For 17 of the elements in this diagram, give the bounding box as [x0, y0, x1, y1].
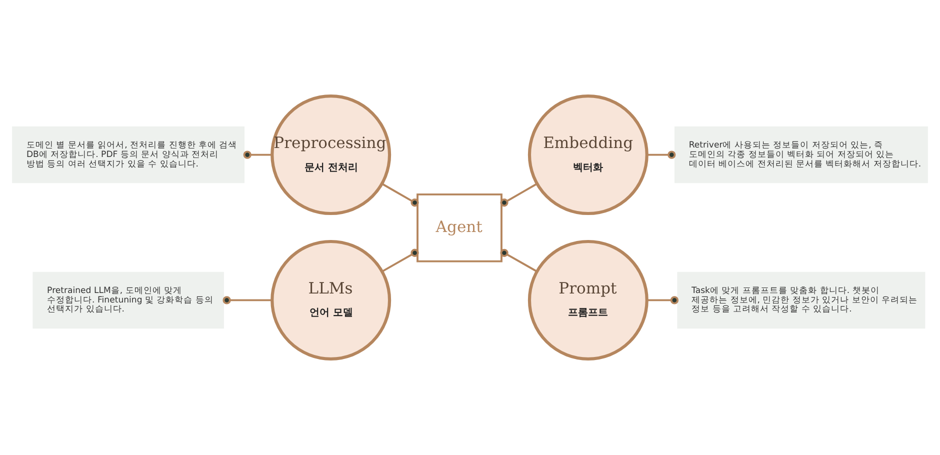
connector: [243, 150, 272, 159]
connector: [647, 296, 679, 304]
node-circle: Preprocessing 문서 전처리: [270, 94, 392, 216]
connector: [382, 183, 419, 207]
connector: [382, 248, 419, 272]
node-box: Retriver에 사용되는 정보들이 저장되어 있는, 즉 도메인의 각종 정보들이 벡터화 되어 저장되어 있는 데이터 베이스에 전처리된 문서를 벡터화해서 저장합니다.: [674, 126, 928, 184]
connector: [500, 182, 538, 207]
node-box: Pretrained LLM을, 도메인에 맞게 수정합니다. Finetuning 및 강화학습 등의 선택지가 있습니다.: [32, 272, 224, 329]
node-box: 도메인 별 문서를 읽어서, 전처리를 진행한 후에 검색 DB에 저장합니다. PDF 등의 문서 양식과 전처리 방법 등의 여러 선택지가 있을 수 있습니다.: [12, 126, 245, 184]
connector: [500, 248, 538, 272]
node-circle: LLMs 언어 모델: [270, 240, 392, 360]
node-box: Agent: [416, 193, 502, 262]
node-circle: Prompt 프롬프트: [528, 240, 648, 360]
connector: [647, 150, 676, 159]
node-box: Task에 맞게 프롬프트를 맞춤화 합니다. 챗봇이 제공하는 정보에, 민감한 정보가 있거나 보안이 우려되는 정보 등을 고려해서 작성할 수 있습니다.: [677, 272, 926, 329]
connector: [222, 296, 272, 304]
node-circle: Embedding 벡터화: [528, 94, 648, 216]
